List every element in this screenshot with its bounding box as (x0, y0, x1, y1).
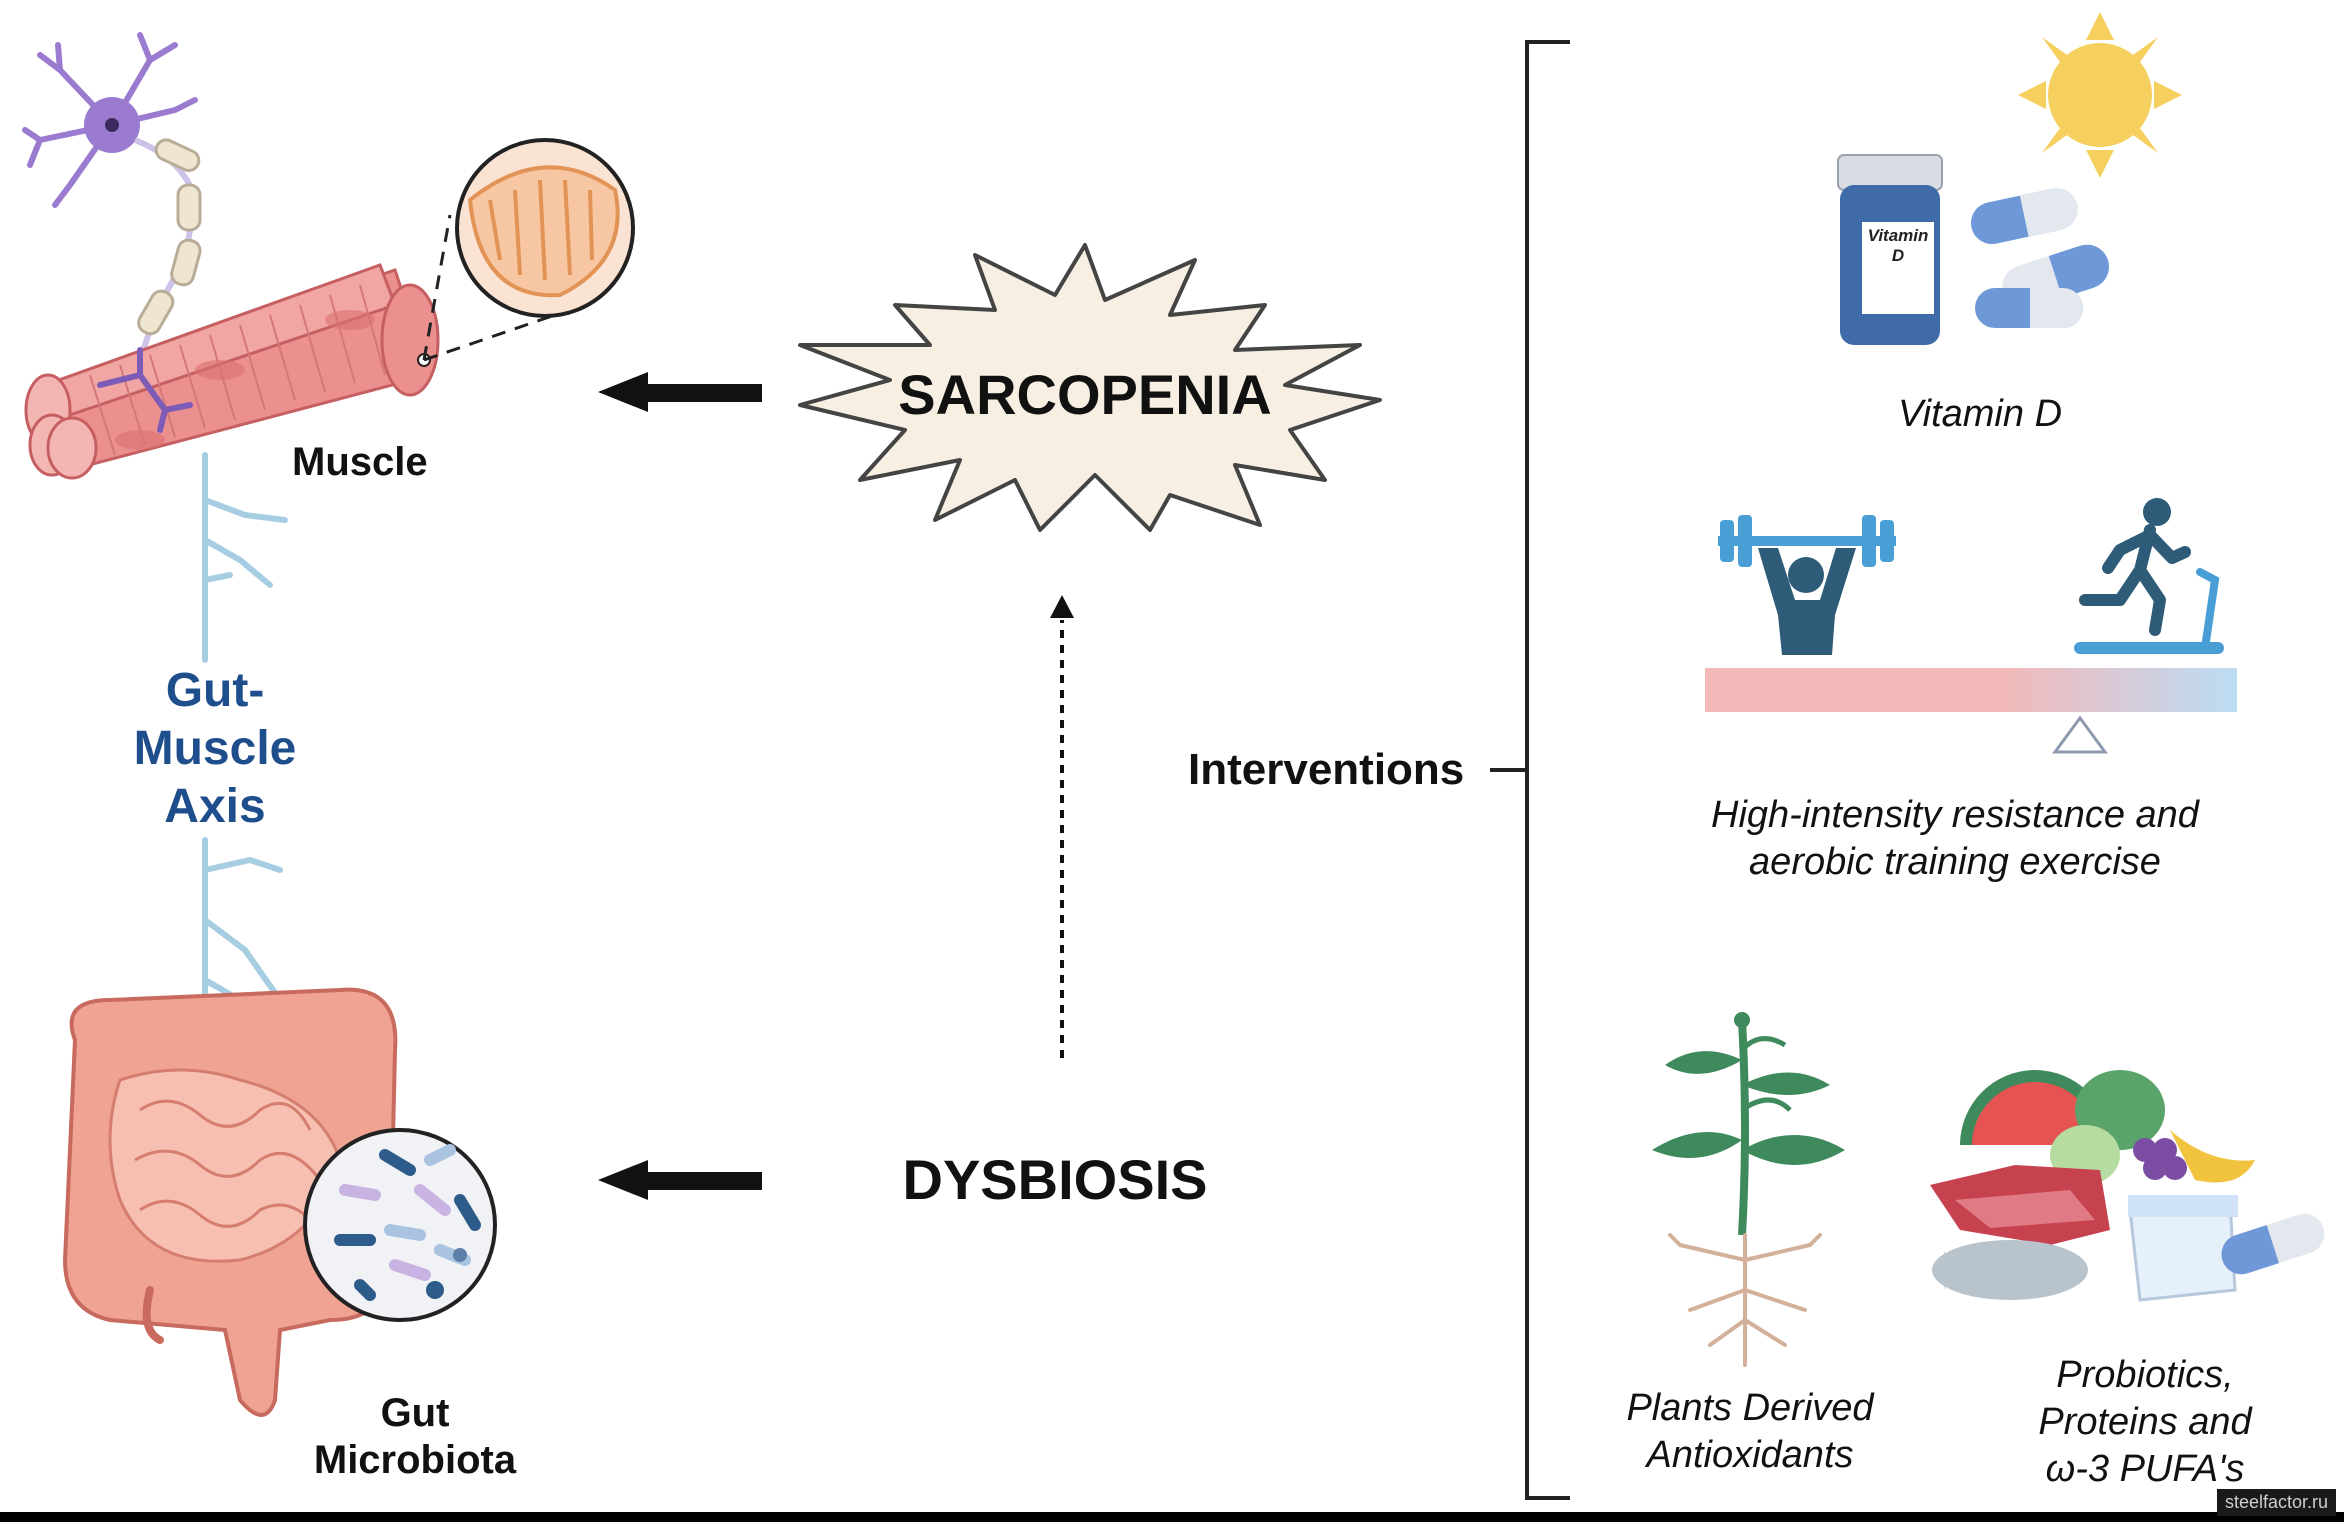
gut-muscle-axis-label: Gut- Muscle Axis (110, 662, 320, 836)
seesaw-icon (1705, 668, 2237, 754)
muscle-fiber-icon (24, 263, 440, 480)
exercise-label: High-intensity resistance and aerobic tr… (1640, 792, 2270, 886)
vitamin-bottle-line2: D (1891, 246, 1905, 265)
axis-label-line1: Gut- (165, 664, 265, 717)
vitamin-bottle-icon (1837, 154, 1943, 345)
probiotics-label-line1: Probiotics, (2056, 1354, 2234, 1396)
sun-icon (2018, 12, 2182, 178)
plants-label-line2: Antioxidants (1646, 1434, 1854, 1476)
capsule-icon (1970, 188, 2110, 328)
mitochondria-icon (422, 138, 635, 362)
arrow-dysbiosis-to-sarcopenia (1050, 595, 1074, 1058)
plants-label: Plants Derived Antioxidants (1590, 1385, 1910, 1479)
watermark: steelfactor.ru (2216, 1489, 2336, 1516)
axis-label-line3: Axis (164, 780, 266, 833)
intestine-icon (62, 987, 398, 1417)
interventions-label: Interventions (1188, 745, 1465, 794)
sarcopenia-burst (798, 243, 1382, 532)
food-group-icon (1930, 1070, 2325, 1302)
gut-label-line1: Gut (380, 1391, 450, 1435)
probiotics-label: Probiotics, Proteins and ω-3 PUFA's (1985, 1352, 2305, 1493)
sarcopenia-label: SARCOPENIA (898, 363, 1272, 426)
axis-label-line2: Muscle (133, 722, 297, 775)
vitamin-bottle-line1: Vitamin (1867, 226, 1929, 245)
plants-label-line1: Plants Derived (1626, 1387, 1874, 1429)
exercise-label-line2: aerobic training exercise (1749, 841, 2161, 883)
gut-microbiota-label: Gut Microbiota (290, 1390, 540, 1484)
dysbiosis-label: DYSBIOSIS (902, 1148, 1208, 1211)
vitamin-bottle-label: Vitamin D (1862, 226, 1934, 266)
treadmill-runner-icon (2074, 498, 2224, 654)
neuron-icon (22, 32, 202, 361)
weightlifter-icon (1718, 515, 1896, 655)
probiotics-label-line3: ω-3 PUFA's (2045, 1448, 2245, 1490)
microbiota-icon (303, 1128, 497, 1322)
plant-icon (1652, 1012, 1845, 1367)
muscle-label: Muscle (292, 440, 428, 484)
probiotics-label-line2: Proteins and (2038, 1401, 2252, 1443)
arrow-sarcopenia-to-muscle (598, 372, 762, 412)
vitamin-d-label: Vitamin D (1897, 393, 2063, 435)
exercise-label-line1: High-intensity resistance and (1711, 794, 2199, 836)
gut-label-line2: Microbiota (313, 1438, 517, 1482)
interventions-bracket (1490, 40, 1570, 1500)
arrow-dysbiosis-to-gut (598, 1160, 762, 1200)
